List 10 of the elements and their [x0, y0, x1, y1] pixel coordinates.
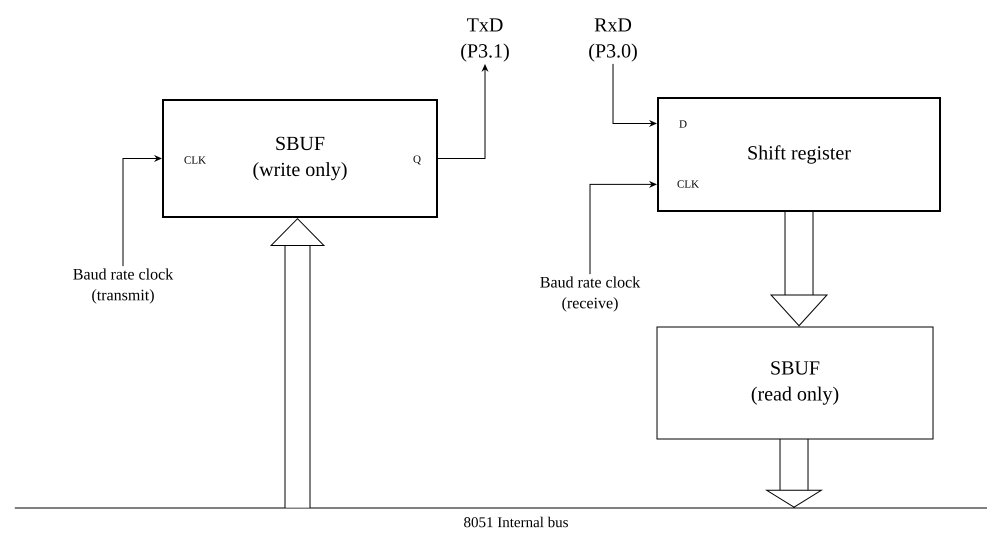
register-box: SBUF (read only)	[656, 326, 934, 440]
pin-label: CLK	[677, 180, 699, 188]
signal-label: Baud rate clock (receive)	[540, 276, 640, 312]
signal-label: Baud rate clock (transmit)	[73, 268, 174, 304]
pin-label: Q	[414, 155, 421, 165]
pin-label: CLK	[184, 156, 206, 164]
signal-label: TxD (P3.1)	[461, 18, 509, 62]
pin-label: D	[679, 120, 687, 128]
signal-label: RxD (P3.0)	[589, 18, 637, 62]
bus-label: 8051 Internal bus	[464, 516, 568, 528]
